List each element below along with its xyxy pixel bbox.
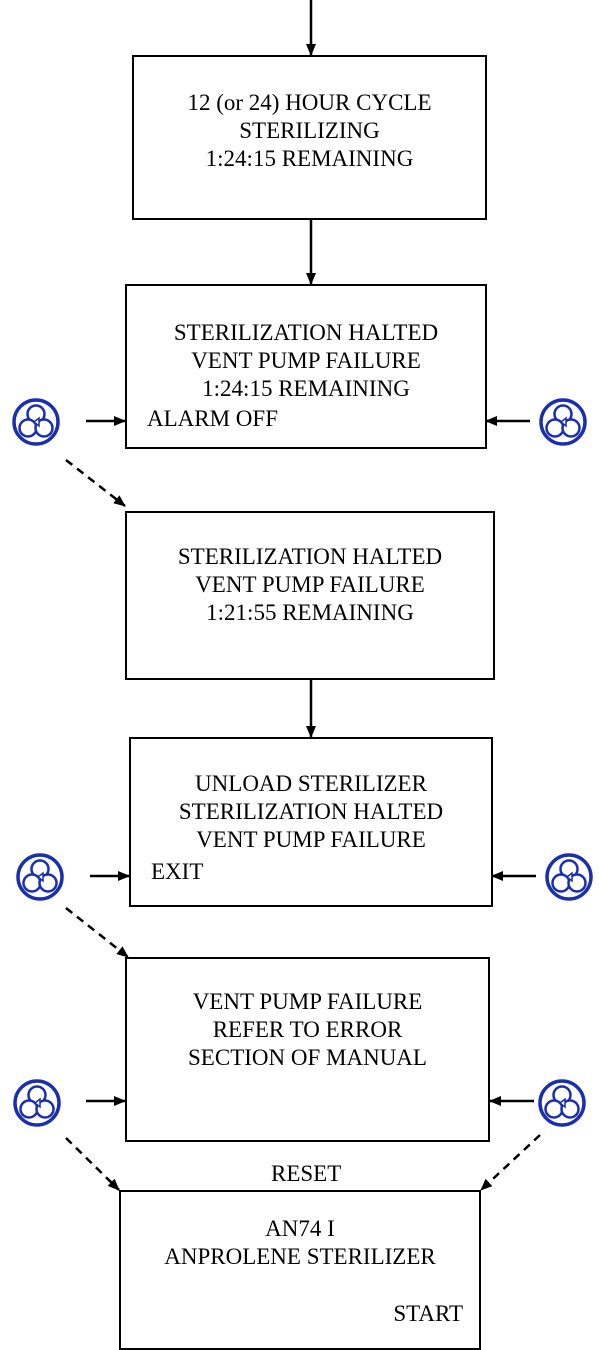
screen-line: SECTION OF MANUAL: [188, 1045, 427, 1070]
fan-button-icon[interactable]: [12, 398, 60, 446]
fan-button-icon[interactable]: [539, 398, 587, 446]
halted-timer-screen: STERILIZATION HALTED VENT PUMP FAILURE 1…: [125, 511, 495, 680]
screen-line: VENT PUMP FAILURE: [195, 572, 425, 597]
exit-softkey[interactable]: EXIT: [151, 859, 204, 884]
halted-alarm-screen: STERILIZATION HALTED VENT PUMP FAILURE 1…: [125, 284, 487, 449]
screen-line: ANPROLENE STERILIZER: [164, 1244, 436, 1269]
screen-line: VENT PUMP FAILURE: [196, 827, 426, 852]
screen-line: STERILIZATION HALTED: [178, 799, 444, 824]
screen-line: 12 (or 24) HOUR CYCLE: [187, 90, 432, 115]
dashed-arrow-right-to-home: [480, 1134, 541, 1191]
screen-line: VENT PUMP FAILURE: [192, 989, 423, 1014]
screen-line: 1:24:15 REMAINING: [205, 146, 414, 171]
fan-button-icon[interactable]: [538, 1079, 586, 1127]
unload-screen: UNLOAD STERILIZER STERILIZATION HALTED V…: [129, 737, 493, 907]
reset-label: RESET: [271, 1161, 342, 1186]
screen-line: STERILIZING: [239, 118, 380, 143]
screen-line: STERILIZATION HALTED: [177, 544, 443, 569]
screen-line: VENT PUMP FAILURE: [191, 348, 421, 373]
dashed-arrow-left-to-home: [65, 1137, 120, 1191]
screen-line: 1:21:55 REMAINING: [206, 600, 414, 625]
start-softkey[interactable]: START: [393, 1301, 463, 1326]
fan-button-icon[interactable]: [13, 1079, 61, 1127]
refer-manual-screen: VENT PUMP FAILURE REFER TO ERROR SECTION…: [125, 957, 490, 1142]
dashed-arrow-to-halted-timer: [65, 459, 126, 507]
dashed-arrow-to-refer: [65, 907, 129, 958]
screen-line: AN74 I: [265, 1216, 335, 1241]
alarm-off-softkey[interactable]: ALARM OFF: [147, 406, 279, 431]
cycle-screen: 12 (or 24) HOUR CYCLE STERILIZING 1:24:1…: [132, 55, 487, 220]
screen-line: STERILIZATION HALTED: [173, 320, 439, 345]
screen-line: UNLOAD STERILIZER: [195, 771, 427, 796]
fan-button-icon[interactable]: [16, 853, 64, 901]
fan-button-icon[interactable]: [545, 853, 593, 901]
screen-line: REFER TO ERROR: [212, 1017, 403, 1042]
home-screen: AN74 I ANPROLENE STERILIZER START: [119, 1190, 481, 1350]
screen-line: 1:24:15 REMAINING: [202, 376, 410, 401]
